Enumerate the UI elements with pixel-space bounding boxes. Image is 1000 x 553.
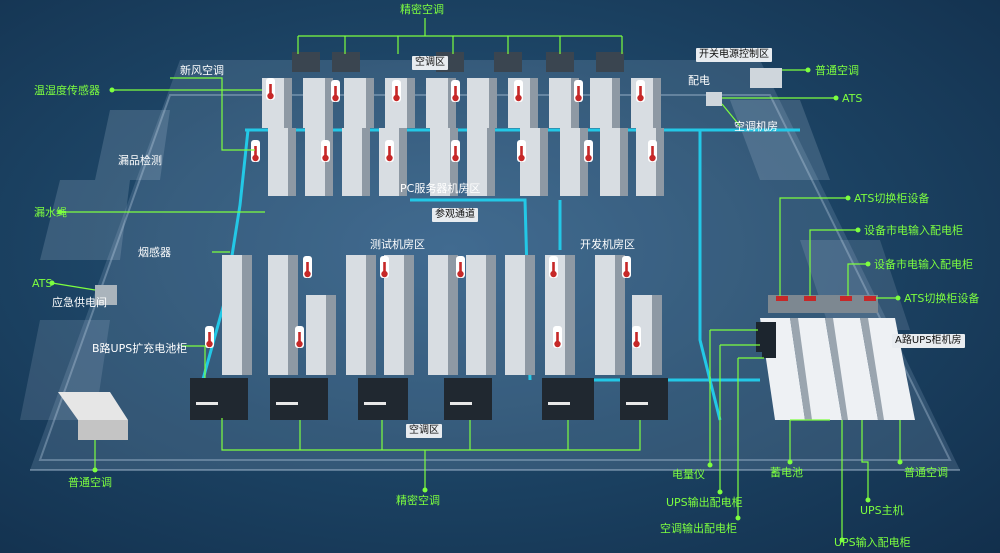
label-ac-output: 空调输出配电柜: [660, 522, 737, 535]
label-ac-cabinet: 空调机房: [734, 120, 778, 133]
switch-control-box: [750, 68, 782, 88]
label-smoke-detector: 烟感器: [138, 246, 171, 259]
general-ac-unit: [58, 392, 128, 440]
label-ups-output: UPS输出配电柜: [666, 496, 743, 509]
label-general-ac-bottom: 普通空调: [68, 476, 112, 489]
label-a-ups: A路UPS柜机房: [892, 334, 965, 348]
label-b-ups: B路UPS扩充电池柜: [92, 342, 188, 355]
thermometers: [205, 78, 657, 348]
label-general-ac-right: 普通空调: [815, 64, 859, 77]
label-ats-switch-1: ATS切换柜设备: [854, 192, 930, 205]
label-ups-host: UPS主机: [860, 504, 904, 517]
label-precision-ac-bottom: 精密空调: [396, 494, 440, 507]
label-leak-alarm: 漏品检测: [118, 154, 162, 167]
label-network-zone: 参观通道: [432, 208, 478, 222]
label-ats-switch-2: ATS切换柜设备: [904, 292, 980, 305]
label-ats-left: ATS: [32, 277, 53, 290]
precision-ac-units-top: [292, 52, 624, 72]
label-leak-rope: 漏水绳: [34, 206, 67, 219]
label-general-ac-right-bottom: 普通空调: [904, 466, 948, 479]
callout-lines: [51, 18, 901, 540]
label-power-meter: 电量仪: [672, 468, 705, 481]
label-fresh-air: 新风空调: [180, 64, 224, 77]
label-ups-input: UPS输入配电柜: [834, 536, 911, 549]
label-cold-aisle-bottom: 空调区: [406, 424, 442, 438]
label-switch-room: 开关电源控制区: [696, 48, 772, 62]
label-ats-right: ATS: [842, 92, 863, 105]
rack-row-middle: [222, 255, 662, 375]
label-distribution: 配电: [688, 74, 710, 87]
label-precision-ac-top: 精密空调: [400, 3, 444, 16]
label-battery: 蓄电池: [770, 466, 803, 479]
label-mains-input-1: 设备市电输入配电柜: [864, 224, 963, 237]
label-mains-input-2: 设备市电输入配电柜: [874, 258, 973, 271]
callout-dots: [49, 67, 903, 543]
label-cold-aisle-top: 空调区: [412, 56, 448, 70]
label-temp-humidity-sensor: 温湿度传感器: [34, 84, 100, 97]
ats-box-left: [95, 285, 117, 305]
power-room-cabinets: [756, 295, 915, 420]
label-emergency-power: 应急供电间: [52, 296, 107, 309]
rack-row-top-1: [262, 78, 661, 128]
label-dev-zone: 开发机房区: [580, 238, 635, 251]
precision-ac-units-bottom: [190, 378, 668, 420]
label-pc-server-zone: PC服务器机房区: [400, 182, 481, 195]
label-test-zone: 测试机房区: [370, 238, 425, 251]
